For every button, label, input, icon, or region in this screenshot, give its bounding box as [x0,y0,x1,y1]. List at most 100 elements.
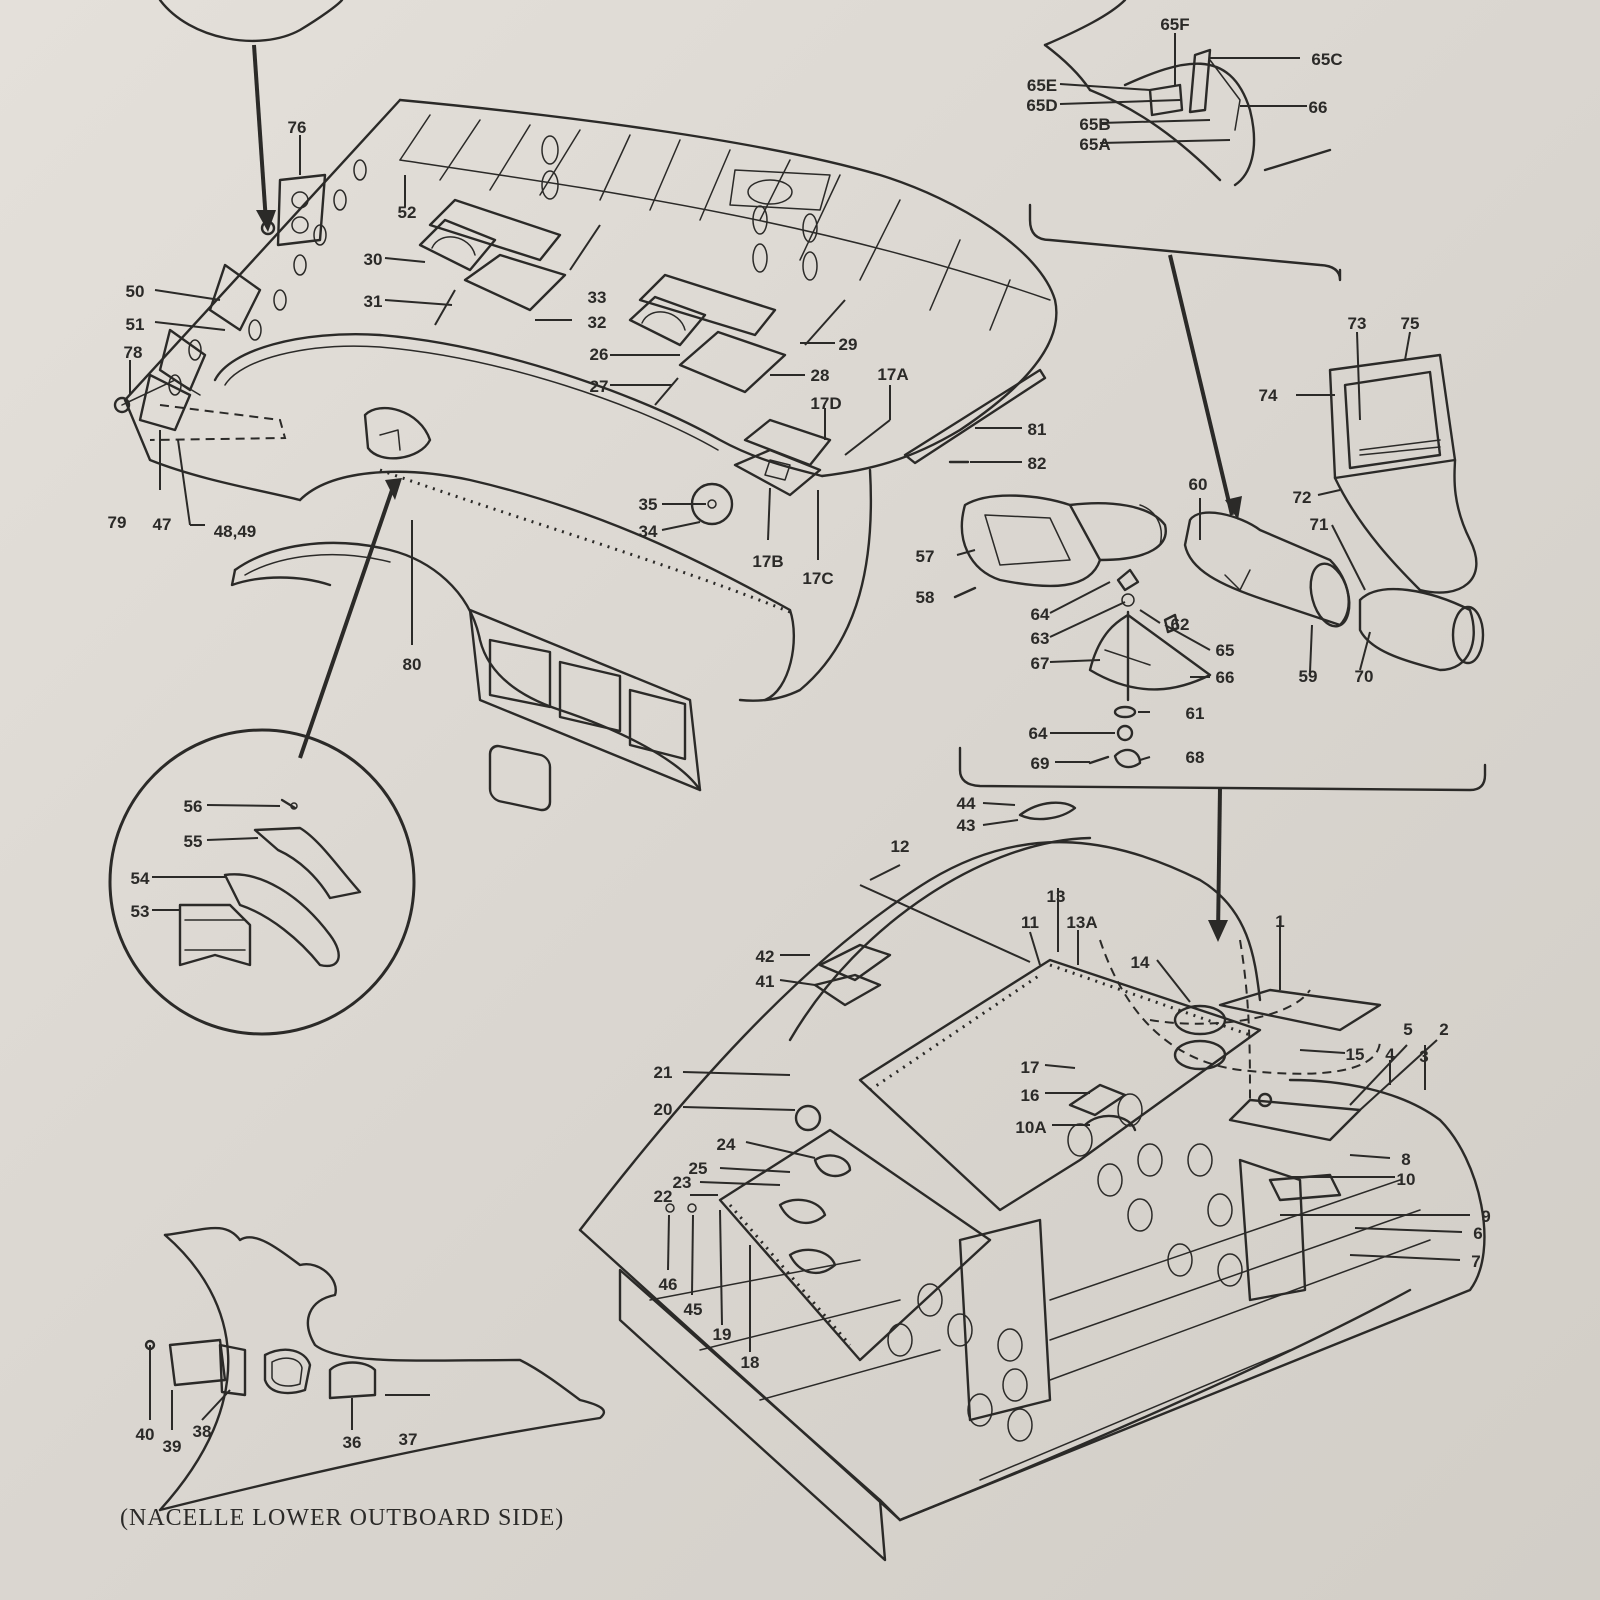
callout-17A: 17A [877,365,908,384]
callout-65: 65 [1216,641,1235,660]
callout-52: 52 [398,203,417,222]
callout-1: 1 [1275,912,1284,931]
callout-19: 19 [713,1325,732,1344]
callout-32: 32 [588,313,607,332]
callout-41: 41 [756,972,775,991]
callout-16: 16 [1021,1086,1040,1105]
callout-65E: 65E [1027,76,1057,95]
callout-75: 75 [1401,314,1420,333]
callout-73: 73 [1348,314,1367,333]
callout-14: 14 [1131,953,1150,972]
callout-45: 45 [684,1300,703,1319]
callout-67: 67 [1031,654,1050,673]
callout-20: 20 [654,1100,673,1119]
callout-69: 69 [1031,754,1050,773]
callout-13A: 13A [1066,913,1097,932]
callout-43: 43 [957,816,976,835]
callout-30: 30 [364,250,383,269]
nacelle-outboard-inset [144,1226,606,1512]
callout-71: 71 [1310,515,1329,534]
callout-4: 4 [1385,1045,1395,1064]
callout-65D: 65D [1026,96,1057,115]
detail-arrow [298,478,402,759]
callout-35: 35 [639,495,658,514]
callout-17B: 17B [752,552,783,571]
callout-65B: 65B [1079,115,1110,134]
upper-leaders [129,135,891,645]
callout-63: 63 [1031,629,1050,648]
callout-8: 8 [1401,1150,1410,1169]
callout-46: 46 [659,1275,678,1294]
callout-33: 33 [588,288,607,307]
callout-10: 10 [1397,1170,1416,1189]
upper-wing-assembly [113,98,1058,812]
callout-81: 81 [1028,420,1047,439]
callout-72: 72 [1293,488,1312,507]
callout-48-49: 48,49 [214,522,257,541]
callout-17: 17 [1021,1058,1040,1077]
callout-38: 38 [193,1422,212,1441]
callout-31: 31 [364,292,383,311]
callout-42: 42 [756,947,775,966]
callout-7: 7 [1471,1252,1480,1271]
callout-65F: 65F [1160,15,1189,34]
callout-13: 13 [1047,887,1066,906]
callout-10A: 10A [1015,1118,1046,1137]
duct-assembly [903,331,1487,942]
callout-21: 21 [654,1063,673,1082]
callout-28: 28 [811,366,830,385]
callout-26: 26 [590,345,609,364]
callout-6: 6 [1473,1224,1482,1243]
callout-66: 66 [1216,668,1235,687]
callout-47: 47 [153,515,172,534]
callout-34: 34 [639,522,658,541]
callout-64-top: 64 [1031,605,1050,624]
callout-27: 27 [590,377,609,396]
callout-2: 2 [1439,1020,1448,1039]
callout-3: 3 [1419,1047,1428,1066]
detail-65-series [1028,0,1342,520]
callout-11: 11 [1021,913,1039,932]
callout-68: 68 [1186,748,1205,767]
callout-50: 50 [126,282,145,301]
callout-labels: 76 52 30 31 33 32 50 51 78 79 47 48,49 8… [108,15,1491,1531]
callout-65C: 65C [1311,50,1342,69]
callout-62: 62 [1171,615,1190,634]
callout-51: 51 [126,315,145,334]
callout-36: 36 [343,1433,362,1452]
callout-76: 76 [288,118,307,137]
lower-nacelle-assembly [578,801,1486,1562]
callout-53: 53 [131,902,150,921]
callout-39: 39 [163,1437,182,1456]
detail-circle-lower [108,728,416,1036]
callout-64-bottom: 64 [1029,724,1048,743]
callout-24: 24 [717,1135,736,1154]
callout-55: 55 [184,832,203,851]
callout-5: 5 [1403,1020,1412,1039]
callout-82: 82 [1028,454,1047,473]
callout-25: 25 [689,1159,708,1178]
callout-59: 59 [1299,667,1318,686]
callout-80: 80 [403,655,422,674]
callout-60: 60 [1189,475,1208,494]
detail-circle-top [158,0,344,232]
callout-70: 70 [1355,667,1374,686]
callout-12: 12 [891,837,910,856]
callout-79: 79 [108,513,127,532]
callout-23: 23 [673,1173,692,1192]
inset-caption: (NACELLE LOWER OUTBOARD SIDE) [120,1505,564,1531]
callout-18: 18 [741,1353,760,1372]
callout-74: 74 [1259,386,1278,405]
callout-17C: 17C [802,569,833,588]
callout-44: 44 [957,794,976,813]
callout-58: 58 [916,588,935,607]
callout-61: 61 [1186,704,1205,723]
callout-78: 78 [124,343,143,362]
callout-22: 22 [654,1187,673,1206]
callout-57: 57 [916,547,935,566]
callout-54: 54 [131,869,150,888]
callout-65A: 65A [1079,135,1110,154]
callout-9: 9 [1481,1207,1490,1226]
